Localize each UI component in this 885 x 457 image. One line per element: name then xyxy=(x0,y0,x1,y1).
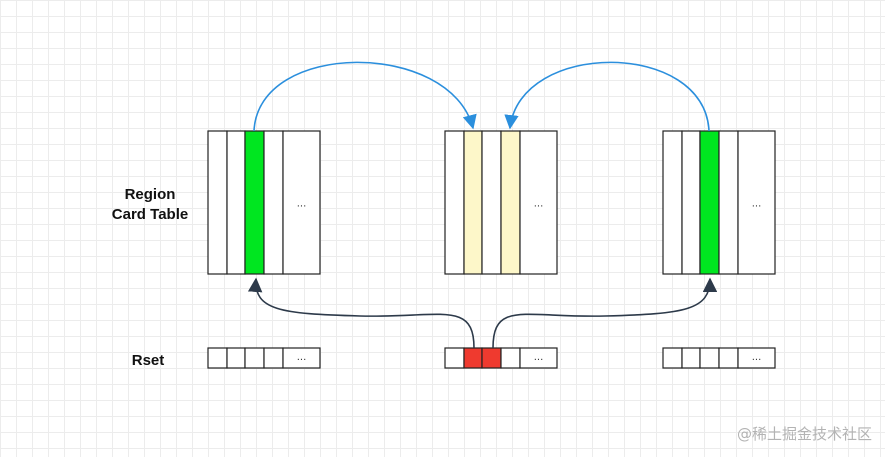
region-left-cell-4 xyxy=(282,130,321,275)
region-right-cell-0 xyxy=(662,130,683,275)
rset-left-cell-1 xyxy=(226,347,246,369)
region-left-cell-2 xyxy=(244,130,265,275)
region-card-table-middle: ... xyxy=(444,130,558,275)
rset-middle-cell-4 xyxy=(519,347,558,369)
rset-right: ... xyxy=(662,347,776,369)
region-middle-cell-2 xyxy=(481,130,502,275)
region-left-ellipsis: ... xyxy=(297,199,307,210)
region-middle-cell-1 xyxy=(463,130,483,275)
rset-right-ellipsis: ... xyxy=(752,352,762,363)
rset-middle-cell-2 xyxy=(481,347,502,369)
rset-right-cell-4 xyxy=(737,347,776,369)
rset-middle-ellipsis: ... xyxy=(534,352,544,363)
region-right-ellipsis: ... xyxy=(752,199,762,210)
region-middle-cell-3 xyxy=(500,130,521,275)
region-card-table-right: ... xyxy=(662,130,776,275)
rset-middle: ... xyxy=(444,347,558,369)
region-right-cell-4 xyxy=(737,130,776,275)
rset-right-cell-1 xyxy=(681,347,701,369)
rset-middle-cell-3 xyxy=(500,347,521,369)
rset-right-cell-2 xyxy=(699,347,720,369)
region-middle-cell-4 xyxy=(519,130,558,275)
region-right-cell-2 xyxy=(699,130,720,275)
rset-left-cell-2 xyxy=(244,347,265,369)
region-left-cell-0 xyxy=(207,130,228,275)
dark-arrow-rset-to-left-region xyxy=(247,277,475,349)
rset-label: Rset xyxy=(132,352,165,369)
rset-left-cell-4 xyxy=(282,347,321,369)
region-middle-cell-0 xyxy=(444,130,465,275)
region-right-cell-1 xyxy=(681,130,701,275)
blue-arrow-left-to-middle xyxy=(253,61,477,132)
watermark: @稀土掘金技术社区 xyxy=(737,425,872,443)
region-label-line2: Card Table xyxy=(112,206,188,223)
region-card-table-left: ... xyxy=(207,130,321,275)
rset-middle-cell-0 xyxy=(444,347,465,369)
rset-left-cell-3 xyxy=(263,347,284,369)
blue-arrow-right-to-middle xyxy=(504,61,710,132)
region-right-cell-3 xyxy=(718,130,739,275)
region-left-cell-1 xyxy=(226,130,246,275)
region-middle-ellipsis: ... xyxy=(534,199,544,210)
rset-middle-cell-1 xyxy=(463,347,483,369)
rset-left-cell-0 xyxy=(207,347,228,369)
rset-left: ... xyxy=(207,347,321,369)
rset-right-cell-0 xyxy=(662,347,683,369)
rset-left-ellipsis: ... xyxy=(297,352,307,363)
region-label-line1: Region xyxy=(125,186,176,203)
rset-right-cell-3 xyxy=(718,347,739,369)
region-left-cell-3 xyxy=(263,130,284,275)
dark-arrow-rset-to-right-region xyxy=(492,277,718,349)
